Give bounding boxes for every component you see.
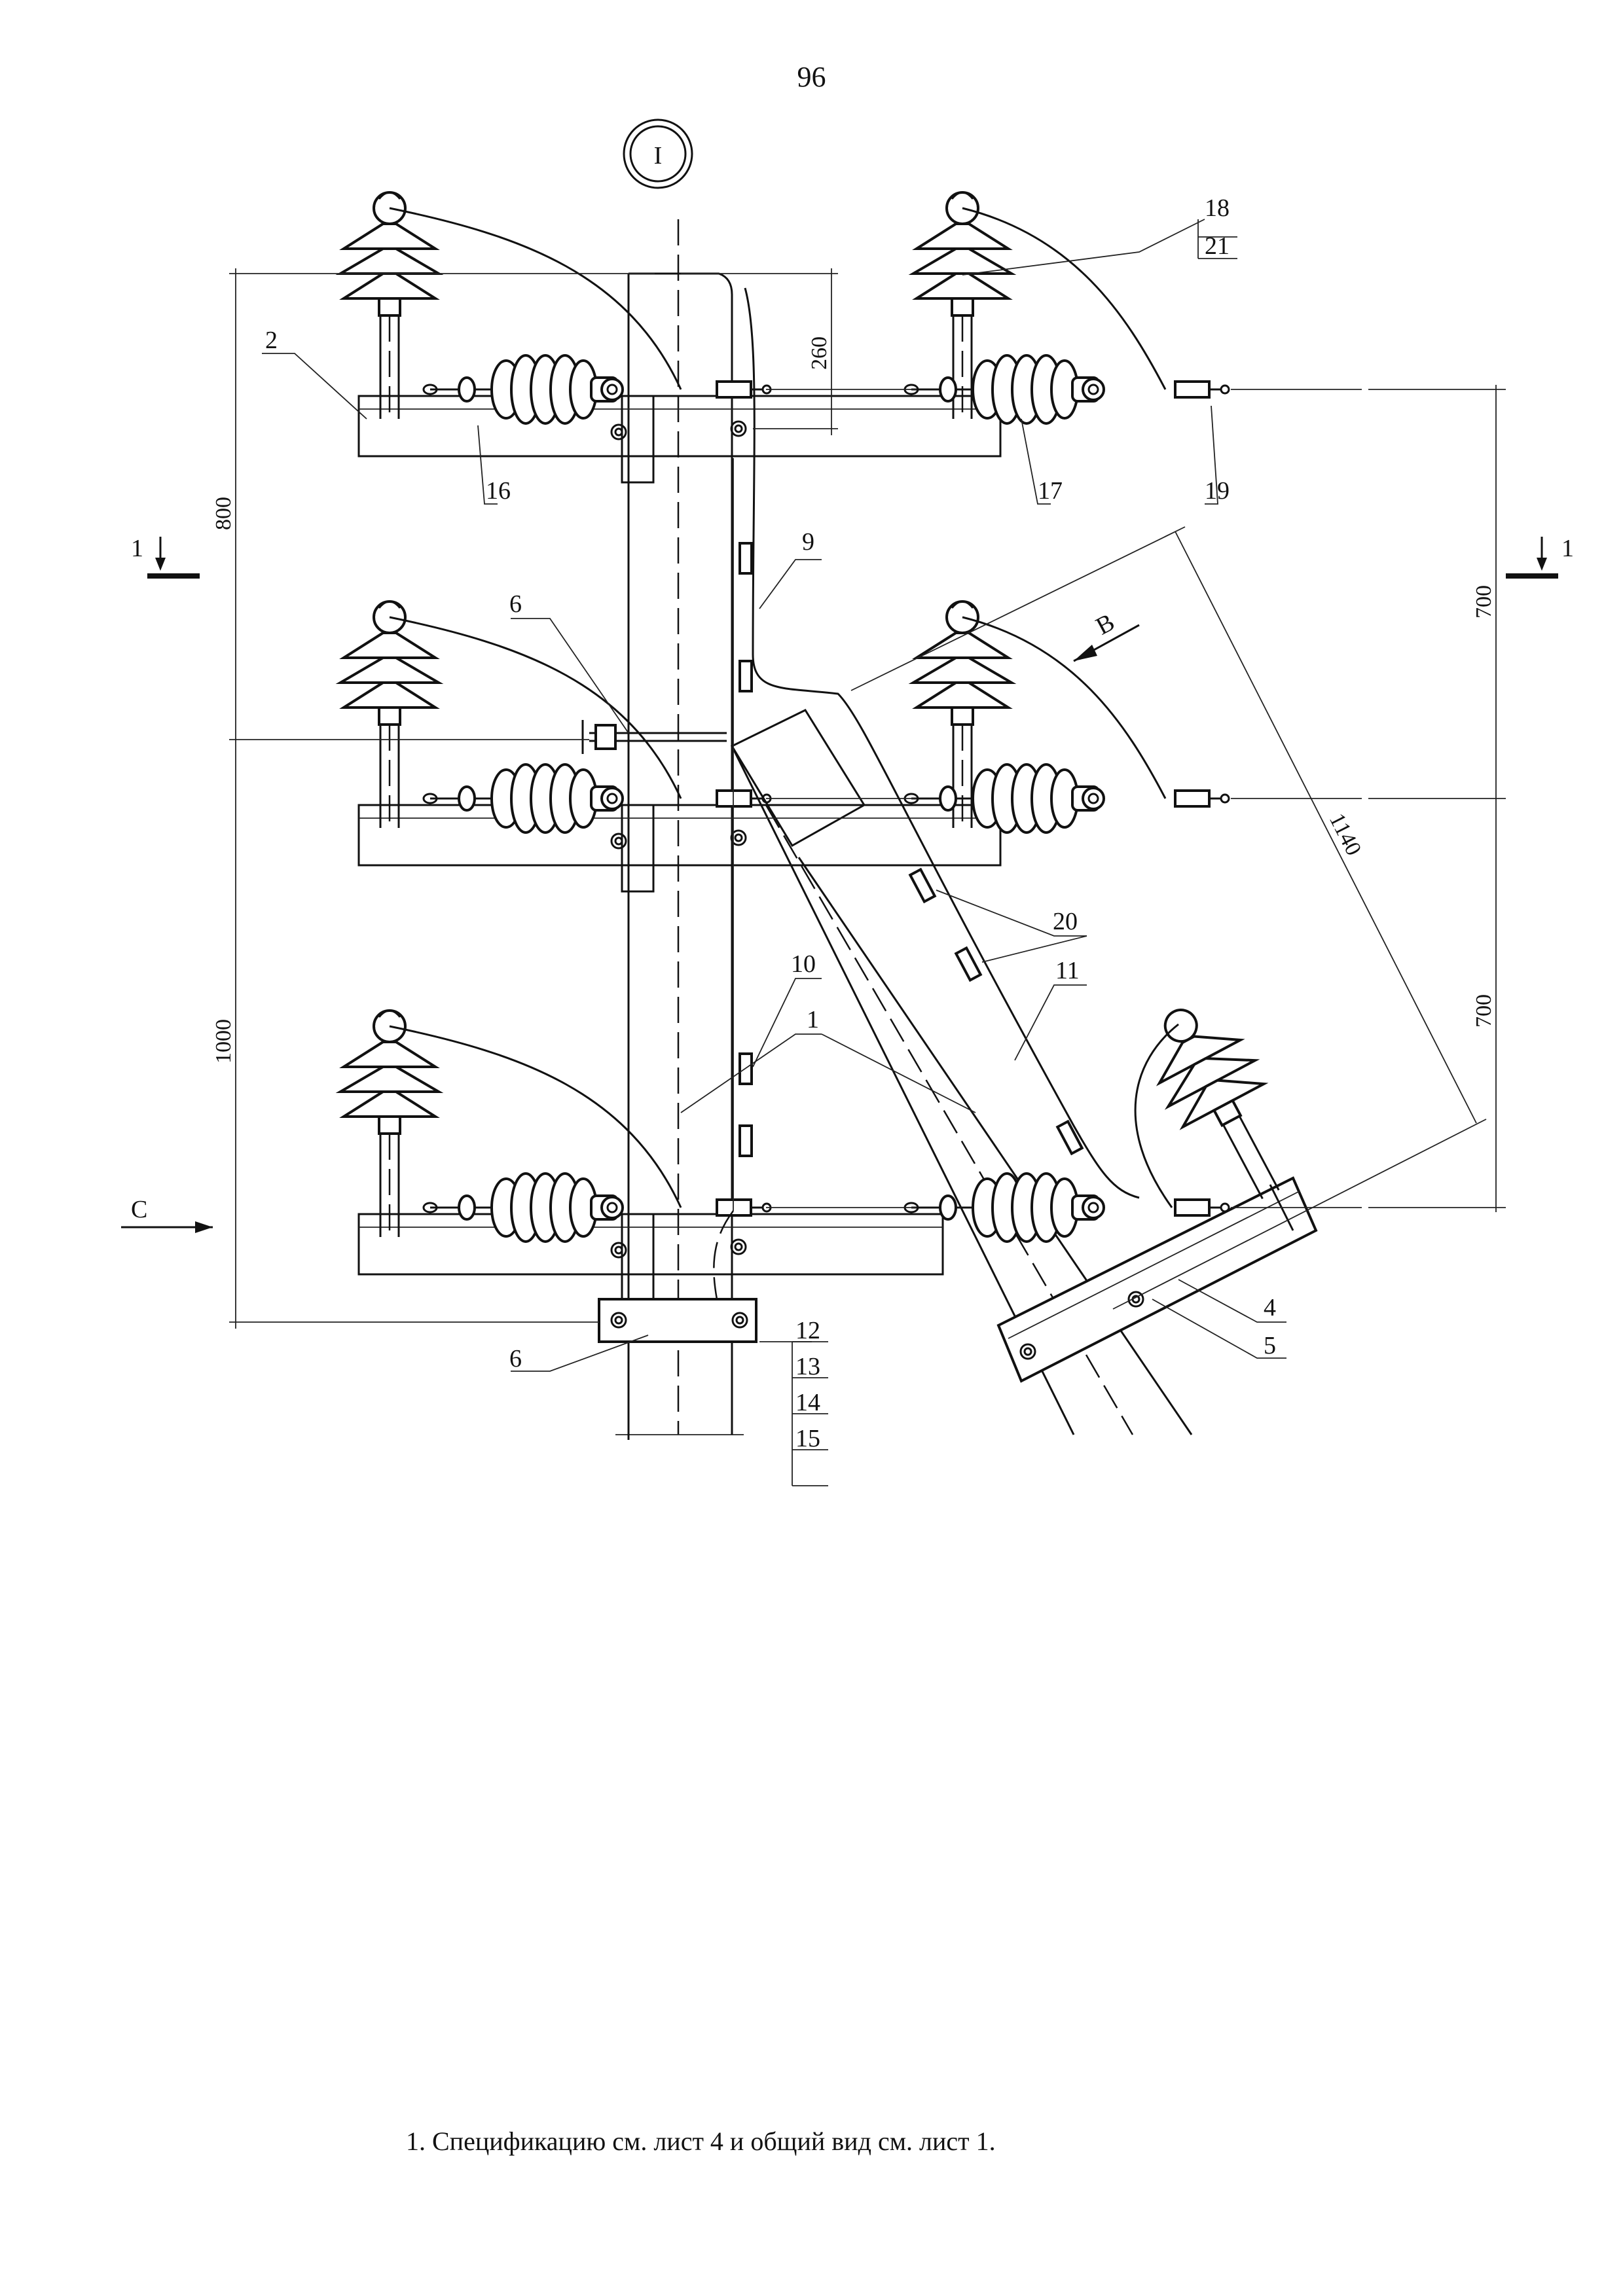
string-insulator-top-right bbox=[903, 354, 1105, 425]
pole bbox=[615, 219, 744, 1440]
conductor-clamps bbox=[610, 380, 1362, 1259]
post-insulator-mid-left bbox=[339, 600, 440, 829]
callout-5: 5 bbox=[1264, 1332, 1276, 1359]
callout-14: 14 bbox=[795, 1389, 820, 1416]
callout-19: 19 bbox=[1205, 477, 1230, 505]
view-arrow-b-label: B bbox=[1091, 609, 1119, 641]
crossarm-bottom bbox=[357, 1213, 944, 1302]
section-mark-right-label: 1 bbox=[1561, 535, 1574, 562]
post-insulator-bottom-left bbox=[339, 1009, 440, 1238]
callout-13: 13 bbox=[795, 1353, 820, 1380]
callout-10: 10 bbox=[791, 950, 816, 978]
callout-12: 12 bbox=[795, 1317, 820, 1344]
string-insulator-mid-left bbox=[422, 763, 624, 834]
dim-1000: 1000 bbox=[211, 1019, 236, 1064]
dim-260: 260 bbox=[807, 336, 831, 370]
callout-18: 18 bbox=[1205, 194, 1230, 222]
callout-20: 20 bbox=[1053, 908, 1078, 935]
section-mark-right: 1 bbox=[1506, 535, 1574, 579]
bracket-6-upper bbox=[581, 720, 727, 754]
view-arrow-c: C bbox=[121, 1196, 213, 1233]
callout-9: 9 bbox=[802, 528, 814, 556]
jumper-wires bbox=[389, 207, 1179, 1300]
specification-note: 1. Спецификацию см. лист 4 и общий вид с… bbox=[406, 2126, 996, 2156]
dim-700-top: 700 bbox=[1472, 585, 1496, 619]
string-insulator-bottom-right bbox=[903, 1172, 1105, 1243]
callout-leaders bbox=[262, 219, 1286, 1486]
view-marker-circle: I bbox=[623, 118, 693, 189]
pole-band-clamp bbox=[598, 1298, 757, 1435]
callout-11: 11 bbox=[1055, 957, 1080, 984]
view-marker-label: I bbox=[654, 142, 663, 170]
string-insulator-top-left bbox=[422, 354, 624, 425]
callout-15: 15 bbox=[795, 1425, 820, 1452]
dim-700-bottom: 700 bbox=[1472, 994, 1496, 1028]
view-arrow-b: B bbox=[1073, 609, 1140, 662]
callout-1: 1 bbox=[807, 1006, 819, 1033]
wire-sleeves bbox=[739, 542, 1084, 1157]
callout-4: 4 bbox=[1264, 1294, 1276, 1321]
section-mark-left-label: 1 bbox=[131, 535, 143, 562]
post-insulator-top-left bbox=[339, 191, 440, 420]
callout-6-upper: 6 bbox=[509, 590, 522, 618]
post-insulator-angled bbox=[1156, 1009, 1280, 1200]
dimension-lines bbox=[229, 268, 1506, 1329]
string-insulator-bottom-left bbox=[422, 1172, 624, 1243]
string-insulator-mid-right bbox=[903, 763, 1105, 834]
callout-2: 2 bbox=[265, 327, 278, 354]
crossarm-middle bbox=[357, 804, 1002, 893]
callout-21: 21 bbox=[1205, 232, 1230, 260]
view-arrow-c-label: C bbox=[131, 1196, 147, 1223]
dim-1140: 1140 bbox=[1324, 810, 1366, 859]
callout-6-lower: 6 bbox=[509, 1345, 522, 1372]
crossarm-top bbox=[357, 395, 1002, 484]
callout-16: 16 bbox=[486, 477, 511, 505]
dim-800: 800 bbox=[211, 497, 236, 530]
callout-17: 17 bbox=[1038, 477, 1063, 505]
page-number: 96 bbox=[797, 61, 826, 93]
section-mark-left: 1 bbox=[131, 535, 200, 579]
